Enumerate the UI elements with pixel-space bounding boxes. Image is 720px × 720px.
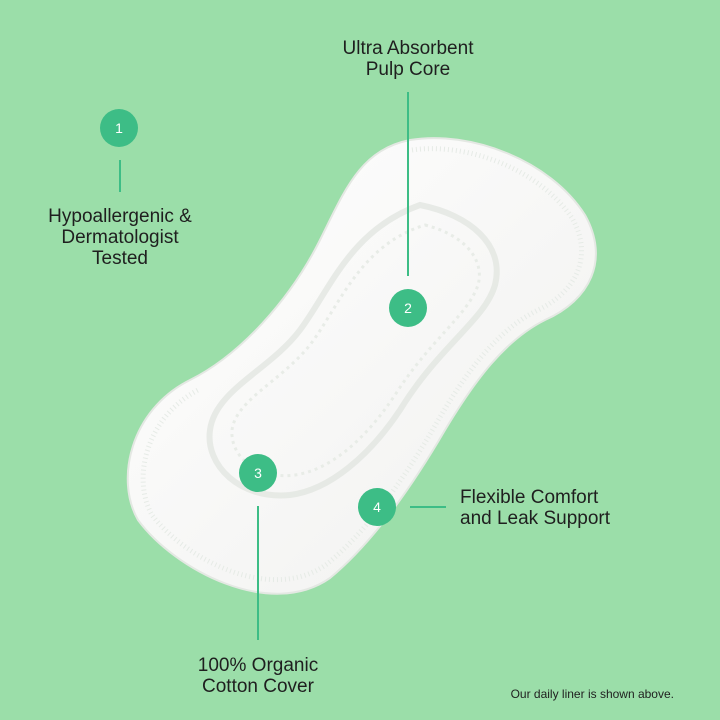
callout-badge-2: 2 bbox=[389, 289, 427, 327]
callout-number-4: 4 bbox=[373, 499, 381, 515]
footnote-text: Our daily liner is shown above. bbox=[510, 687, 674, 701]
callout-text-2: Ultra Absorbent Pulp Core bbox=[310, 38, 506, 80]
callout-text-4-line-1: Flexible Comfort bbox=[460, 487, 599, 508]
callout-line-2 bbox=[407, 92, 409, 276]
callout-text-4: Flexible Comfort and Leak Support bbox=[460, 487, 680, 529]
liner-edge-seal bbox=[140, 146, 584, 583]
callout-text-4-line-2: and Leak Support bbox=[460, 508, 611, 529]
callout-text-2-line-1: Ultra Absorbent bbox=[342, 38, 474, 59]
callout-text-1-line-3: Tested bbox=[92, 248, 148, 269]
callout-text-3-line-2: Cotton Cover bbox=[202, 676, 314, 697]
callout-badge-1: 1 bbox=[100, 109, 138, 147]
callout-text-1: Hypoallergenic & Dermatologist Tested bbox=[24, 206, 216, 269]
callout-number-3: 3 bbox=[254, 465, 262, 481]
liner-core-channel bbox=[206, 201, 500, 499]
callout-number-1: 1 bbox=[115, 120, 123, 136]
callout-line-4 bbox=[410, 506, 446, 508]
callout-line-1 bbox=[119, 160, 121, 192]
callout-line-3 bbox=[257, 506, 259, 640]
callout-badge-4: 4 bbox=[358, 488, 396, 526]
callout-number-2: 2 bbox=[404, 300, 412, 316]
callout-text-2-line-2: Pulp Core bbox=[365, 59, 451, 80]
callout-badge-3: 3 bbox=[239, 454, 277, 492]
callout-text-3-line-1: 100% Organic bbox=[197, 655, 319, 676]
callout-text-1-line-1: Hypoallergenic & bbox=[48, 206, 192, 227]
callout-text-1-line-2: Dermatologist bbox=[61, 227, 179, 248]
liner-core-stitch bbox=[230, 223, 481, 478]
callout-text-3: 100% Organic Cotton Cover bbox=[166, 655, 350, 697]
